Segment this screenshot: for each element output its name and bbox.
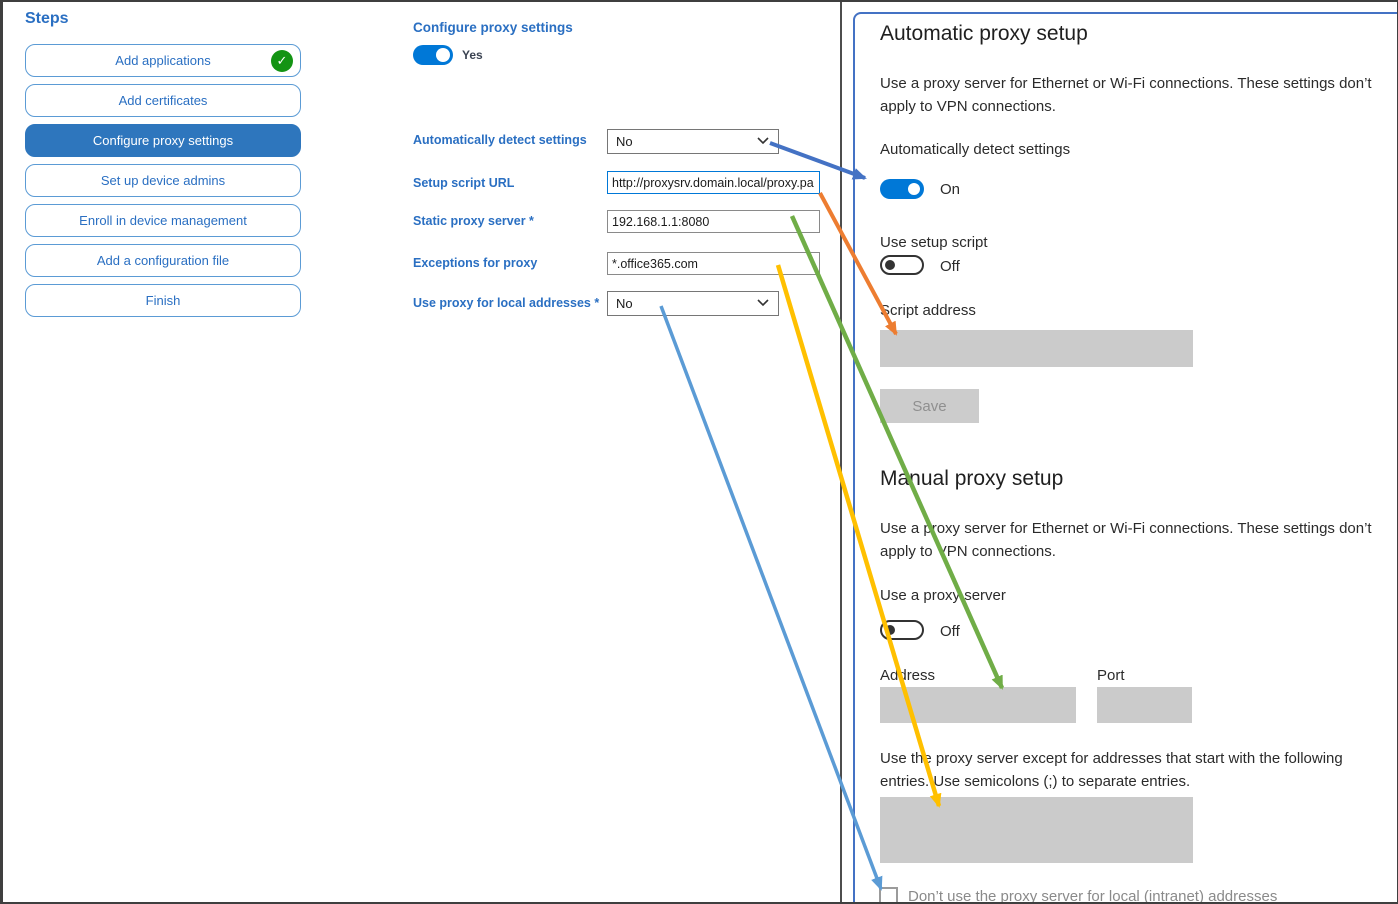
toggle-knob xyxy=(908,183,920,195)
step-label: Add certificates xyxy=(118,93,208,108)
save-button[interactable]: Save xyxy=(880,389,979,423)
page-title: Configure proxy settings xyxy=(413,20,573,35)
step-set-up-device-admins[interactable]: Set up device admins xyxy=(25,164,301,197)
manual-proxy-setup-heading: Manual proxy setup xyxy=(880,467,1064,490)
use-setup-script-state: Off xyxy=(940,258,960,275)
step-add-certificates[interactable]: Add certificates xyxy=(25,84,301,117)
toggle-knob xyxy=(885,260,895,270)
windows-proxy-settings-panel: Automatic proxy setup Use a proxy server… xyxy=(853,12,1397,904)
script-address-label: Script address xyxy=(880,302,976,319)
proxy-exceptions-description: Use the proxy server except for addresse… xyxy=(880,750,1343,790)
dropdown-value: No xyxy=(616,296,633,311)
address-field[interactable] xyxy=(880,687,1076,723)
exceptions-for-proxy-input[interactable] xyxy=(607,252,820,275)
step-enroll-in-device-management[interactable]: Enroll in device management xyxy=(25,204,301,237)
script-address-field[interactable] xyxy=(880,330,1193,367)
step-add-a-configuration-file[interactable]: Add a configuration file xyxy=(25,244,301,277)
completed-check-icon: ✓ xyxy=(271,50,293,72)
step-add-applications[interactable]: Add applications ✓ xyxy=(25,44,301,77)
use-proxy-server-state: Off xyxy=(940,623,960,640)
automatic-proxy-setup-heading: Automatic proxy setup xyxy=(880,22,1088,45)
step-label: Enroll in device management xyxy=(79,213,247,228)
step-label: Add applications xyxy=(115,53,211,68)
use-proxy-for-local-addresses-dropdown[interactable]: No xyxy=(607,291,779,316)
chevron-down-icon xyxy=(757,137,769,145)
step-finish[interactable]: Finish xyxy=(25,284,301,317)
detect-settings-label: Automatically detect settings xyxy=(880,141,1071,158)
steps-heading: Steps xyxy=(25,10,69,27)
proxy-exceptions-field[interactable] xyxy=(880,797,1193,863)
step-label: Finish xyxy=(145,293,181,308)
step-label: Set up device admins xyxy=(100,173,226,188)
pane-divider xyxy=(840,2,842,902)
port-field[interactable] xyxy=(1097,687,1192,723)
chevron-down-icon xyxy=(757,299,769,307)
step-label: Configure proxy settings xyxy=(92,133,234,148)
label-exceptions-for-proxy: Exceptions for proxy xyxy=(413,256,538,270)
local-addresses-checkbox[interactable] xyxy=(879,887,898,902)
toggle-knob xyxy=(436,48,450,62)
static-proxy-server-input[interactable] xyxy=(607,210,820,233)
automatically-detect-settings-dropdown[interactable]: No xyxy=(607,129,779,154)
manual-proxy-description: Use a proxy server for Ethernet or Wi-Fi… xyxy=(880,520,1372,560)
step-label: Add a configuration file xyxy=(96,253,230,268)
use-setup-script-toggle[interactable] xyxy=(880,255,924,275)
toggle-state-label: Yes xyxy=(462,48,483,62)
label-use-proxy-for-local-addresses: Use proxy for local addresses * xyxy=(413,296,600,310)
detect-settings-toggle[interactable] xyxy=(880,179,924,199)
use-setup-script-label: Use setup script xyxy=(880,234,988,251)
configure-proxy-toggle[interactable] xyxy=(413,45,453,65)
label-automatically-detect-settings: Automatically detect settings xyxy=(413,133,587,147)
label-setup-script-url: Setup script URL xyxy=(413,176,515,190)
use-proxy-server-toggle[interactable] xyxy=(880,620,924,640)
label-static-proxy-server: Static proxy server * xyxy=(413,214,534,228)
use-proxy-server-label: Use a proxy server xyxy=(880,587,1006,604)
local-addresses-arrow xyxy=(659,305,883,891)
toggle-knob xyxy=(885,625,895,635)
local-addresses-checkbox-label: Don’t use the proxy server for local (in… xyxy=(908,888,1278,904)
dropdown-value: No xyxy=(616,134,633,149)
address-label: Address xyxy=(880,667,936,684)
step-configure-proxy-settings[interactable]: Configure proxy settings xyxy=(25,124,301,157)
detect-settings-state: On xyxy=(940,181,961,198)
port-label: Port xyxy=(1097,667,1125,684)
automatic-proxy-description: Use a proxy server for Ethernet or Wi-Fi… xyxy=(880,75,1372,115)
setup-script-url-input[interactable] xyxy=(607,171,820,194)
